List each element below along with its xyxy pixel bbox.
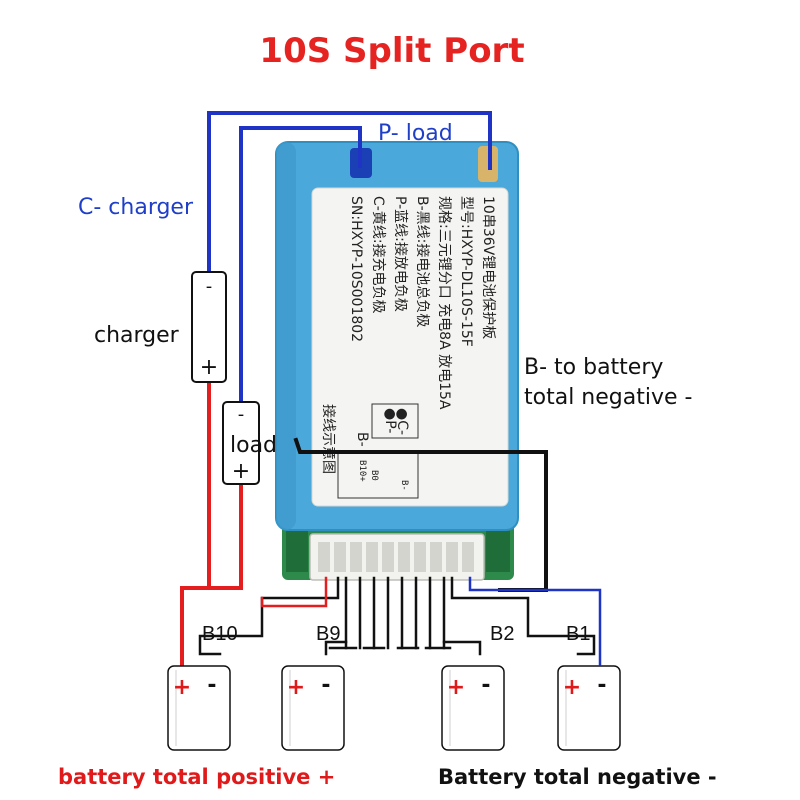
b-minus-label-line2: total negative - <box>524 385 692 410</box>
pcb-corner-left <box>286 528 308 572</box>
battery-plus-terminal: + <box>173 675 191 700</box>
sticker-text-block: 10串36V锂电池保护板 型号:HXYP-DL10S-15F 规格:三元锂分口 … <box>348 196 496 410</box>
sticker-line-3: 规格:三元锂分口 充电8A 放电15A <box>436 196 452 410</box>
charger-plus-terminal: + <box>200 355 218 380</box>
battery-minus-terminal: - <box>207 673 216 698</box>
sticker-legend-box <box>371 403 419 439</box>
sticker-pin-b-minus: B- <box>399 480 409 491</box>
board-sticker <box>311 187 509 507</box>
battery-cell-b10: + - <box>167 665 231 751</box>
cell-label-b2: B2 <box>490 623 514 645</box>
battery-minus-terminal: - <box>321 673 330 698</box>
battery-cell-b1: + - <box>557 665 621 751</box>
sticker-line-6: C-黄线:接充电负极 <box>370 196 387 314</box>
sticker-wiring-note-text: 接线示意图 <box>320 404 337 474</box>
battery-body <box>281 665 345 751</box>
load-device: - + <box>222 401 260 485</box>
p-minus-load-wire <box>239 126 362 404</box>
battery-plus-terminal: + <box>447 675 465 700</box>
sticker-wiring-note: 接线示意图 ●C- ●P- B- B10+ B0 B- <box>320 403 419 499</box>
charger-plus-wire <box>180 380 211 674</box>
cell-label-b9: B9 <box>316 623 340 645</box>
load-box <box>222 401 260 485</box>
battery-total-positive-label: battery total positive + <box>58 765 335 789</box>
connector-pins <box>318 542 474 572</box>
sticker-pin-b10: B10+ <box>357 460 367 482</box>
sticker-line-7: SN:HXYP-10S001802 <box>348 196 364 342</box>
sticker-line-2: 型号:HXYP-DL10S-15F <box>458 196 474 347</box>
load-plus-terminal: + <box>232 459 250 484</box>
battery-cell-b9: + - <box>281 665 345 751</box>
sticker-legend-p: ●P- <box>382 408 398 433</box>
shrink-wrap-shade <box>276 142 296 530</box>
sticker-legend-b: B- <box>354 432 370 447</box>
sticker-pin-b0: B0 <box>369 470 379 481</box>
load-minus-terminal: - <box>238 404 245 425</box>
c-charger-label: C- charger <box>78 195 194 220</box>
battery-body <box>557 665 621 751</box>
cell-label-b1: B1 <box>566 623 590 645</box>
sticker-line-1: 10串36V锂电池保护板 <box>480 196 496 339</box>
c-minus-charger-wire <box>207 111 492 274</box>
battery-total-negative-label: Battery total negative - <box>438 765 717 789</box>
charger-device: - + <box>191 271 227 383</box>
b1-blue-link <box>468 576 602 666</box>
pcb-corner-right <box>486 528 510 572</box>
battery-cell-b2: + - <box>441 665 505 751</box>
charger-box <box>191 271 227 383</box>
battery-body <box>167 665 231 751</box>
battery-minus-terminal: - <box>481 673 490 698</box>
battery-plus-terminal: + <box>563 675 581 700</box>
battery-body <box>441 665 505 751</box>
charger-minus-terminal: - <box>206 276 213 297</box>
charger-label: charger <box>94 323 180 348</box>
load-plus-wire <box>207 482 243 590</box>
protection-board: 10串36V锂电池保护板 型号:HXYP-DL10S-15F 规格:三元锂分口 … <box>275 141 519 581</box>
cell-label-b10: B10 <box>202 623 238 645</box>
battery-plus-terminal: + <box>287 675 305 700</box>
sticker-legend-c: ●C- <box>394 408 410 435</box>
sticker-line-5: P-蓝线:接放电负极 <box>392 196 409 312</box>
b10-red-link <box>260 576 328 608</box>
battery-minus-terminal: - <box>597 673 606 698</box>
load-label: load <box>230 433 277 458</box>
diagram-title: 10S Split Port <box>259 31 524 71</box>
sticker-line-4: B-黑线:接电池总负极 <box>414 196 431 327</box>
p-load-label: P- load <box>378 121 453 146</box>
b-minus-label-line1: B- to battery <box>524 355 663 380</box>
